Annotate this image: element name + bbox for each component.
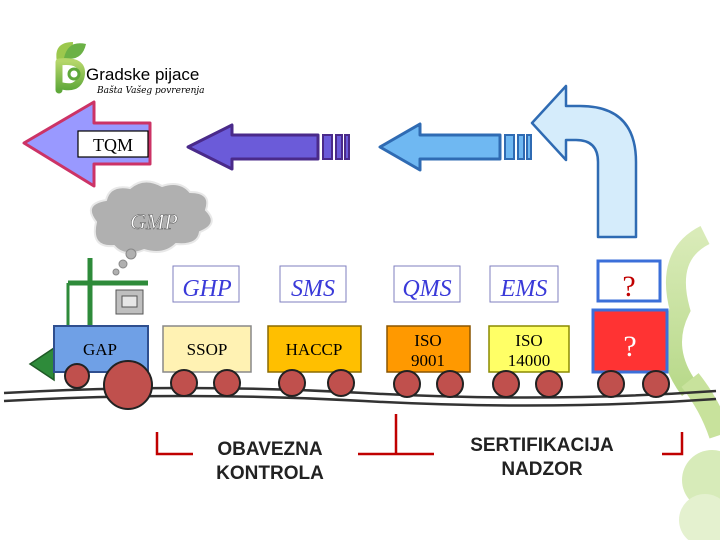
ghp-label: GHP bbox=[182, 276, 232, 302]
haccp-wagon bbox=[267, 325, 362, 373]
wheel bbox=[64, 363, 90, 389]
caption-line: KONTROLA bbox=[216, 463, 324, 484]
logo-mark bbox=[55, 42, 86, 94]
question-wagon bbox=[591, 308, 669, 374]
wheel bbox=[642, 370, 670, 398]
brackets bbox=[155, 414, 684, 456]
ems-label: EMS bbox=[500, 276, 548, 302]
question-wagon-label: ? bbox=[623, 330, 636, 363]
locomotive: GAP bbox=[28, 258, 149, 382]
ems-box bbox=[489, 265, 559, 303]
bent-arrow bbox=[530, 84, 638, 239]
purple-arrow bbox=[186, 123, 350, 171]
wheel bbox=[213, 369, 241, 397]
qms-box bbox=[393, 265, 461, 303]
iso9001-wagon bbox=[386, 325, 471, 373]
top-question-label: ? bbox=[622, 270, 635, 303]
iso14000-label-line2: 14000 bbox=[508, 351, 551, 370]
iso9001-label-line1: ISO bbox=[414, 331, 441, 350]
ghp-box bbox=[172, 265, 240, 303]
bracket-middle bbox=[358, 414, 434, 456]
gap-box bbox=[53, 325, 149, 373]
wagons: SSOP HACCP ISO 9001 ISO 14000 ? bbox=[162, 308, 669, 374]
iso9001-label-line2: 9001 bbox=[411, 351, 445, 370]
wheels bbox=[64, 360, 670, 410]
caption-line: NADZOR bbox=[501, 459, 583, 480]
wheel bbox=[393, 370, 421, 398]
haccp-label: HACCP bbox=[286, 340, 343, 359]
logo-tagline: Bašta Vašeg povrerenja bbox=[96, 85, 205, 96]
wheel bbox=[492, 370, 520, 398]
ssop-wagon bbox=[162, 325, 252, 373]
gap-label: GAP bbox=[83, 340, 117, 359]
wheel bbox=[103, 360, 153, 410]
wheel bbox=[597, 370, 625, 398]
caption-line: SERTIFIKACIJA bbox=[470, 435, 614, 456]
iso14000-wagon bbox=[488, 325, 570, 373]
sms-label: SMS bbox=[291, 276, 335, 302]
watermark-logo bbox=[662, 226, 720, 540]
qms-label: QMS bbox=[402, 276, 451, 302]
locomotive-nose bbox=[28, 346, 55, 382]
obavezna-kontrola-caption: OBAVEZNA KONTROLA bbox=[180, 438, 360, 486]
bracket-right bbox=[662, 432, 684, 456]
wheel bbox=[170, 369, 198, 397]
wheel bbox=[327, 369, 355, 397]
logo-brand-text: Gradske pijace bbox=[86, 65, 199, 84]
wheel bbox=[535, 370, 563, 398]
top-row: GHP SMS QMS EMS ? bbox=[172, 259, 662, 303]
iso14000-label-line1: ISO bbox=[515, 331, 542, 350]
top-question-box bbox=[596, 259, 662, 303]
tqm-arrow: TQM bbox=[22, 100, 152, 188]
wheel bbox=[278, 369, 306, 397]
ssop-label: SSOP bbox=[187, 340, 228, 359]
gmp-thought-bubble: GMP bbox=[89, 180, 213, 276]
caption-line: OBAVEZNA bbox=[217, 439, 323, 460]
sms-box bbox=[279, 265, 347, 303]
wheel bbox=[436, 370, 464, 398]
tqm-label: TQM bbox=[93, 135, 133, 155]
blue-arrow bbox=[378, 122, 532, 172]
gmp-label: GMP bbox=[130, 209, 178, 234]
sertifikacija-nadzor-caption: SERTIFIKACIJA NADZOR bbox=[442, 434, 642, 482]
bracket-left bbox=[155, 432, 193, 456]
